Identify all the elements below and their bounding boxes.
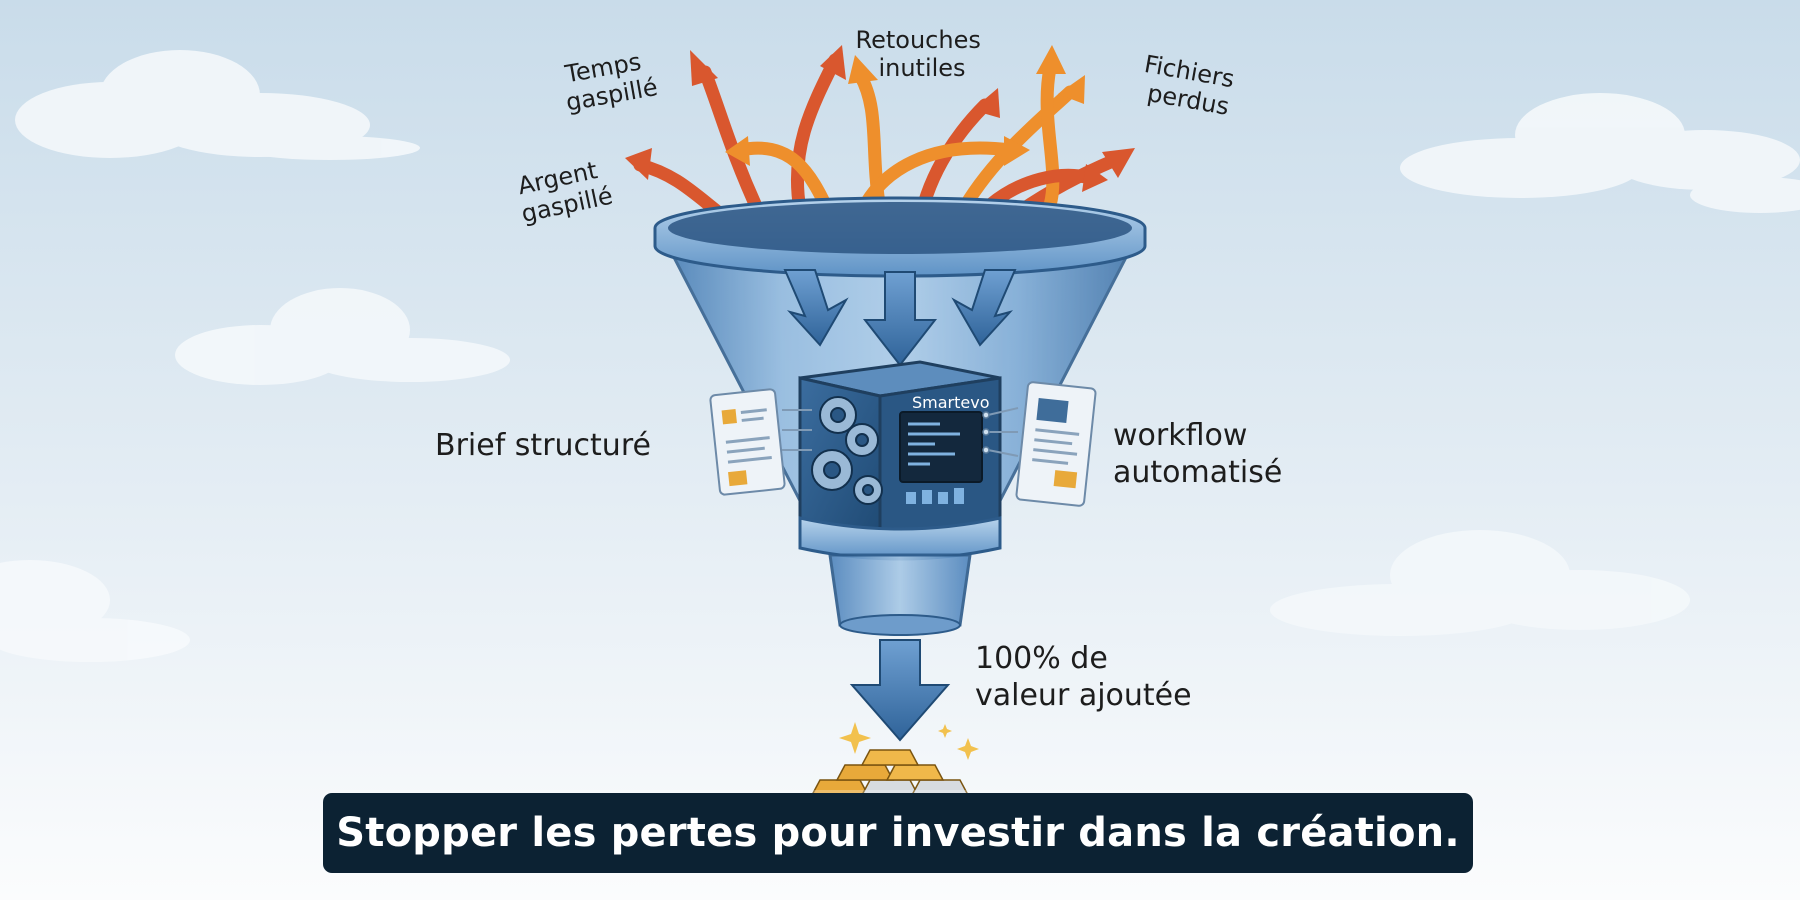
label-workflow-automatise: workflow automatisé [1113, 418, 1282, 490]
smartevo-box: Smartevo [798, 360, 1002, 542]
cloud-right-top [1400, 93, 1800, 213]
caption-text: Stopper les pertes pour investir dans la… [336, 810, 1460, 856]
output-arrow [849, 639, 951, 742]
cloud-left-mid [175, 288, 510, 385]
label-valeur-ajoutee: 100% de valeur ajoutée [975, 641, 1192, 713]
sparkle-icon [839, 722, 979, 760]
caption-banner: Stopper les pertes pour investir dans la… [323, 793, 1473, 873]
waste-arrowheads [625, 45, 1135, 192]
label-brief-structure: Brief structuré [435, 428, 651, 463]
label-retouches-inutiles: Retouches inutiles [856, 26, 989, 82]
cloud-left-top [15, 50, 420, 160]
gear-icon [811, 396, 883, 505]
cloud-right-low [1270, 530, 1690, 636]
box-brand-label: Smartevo [912, 393, 990, 412]
funnel-inner-arrows [783, 269, 1017, 367]
workflow-document-icon [982, 381, 1097, 507]
brief-document-icon [709, 388, 812, 496]
cloud-left-low [0, 560, 190, 662]
